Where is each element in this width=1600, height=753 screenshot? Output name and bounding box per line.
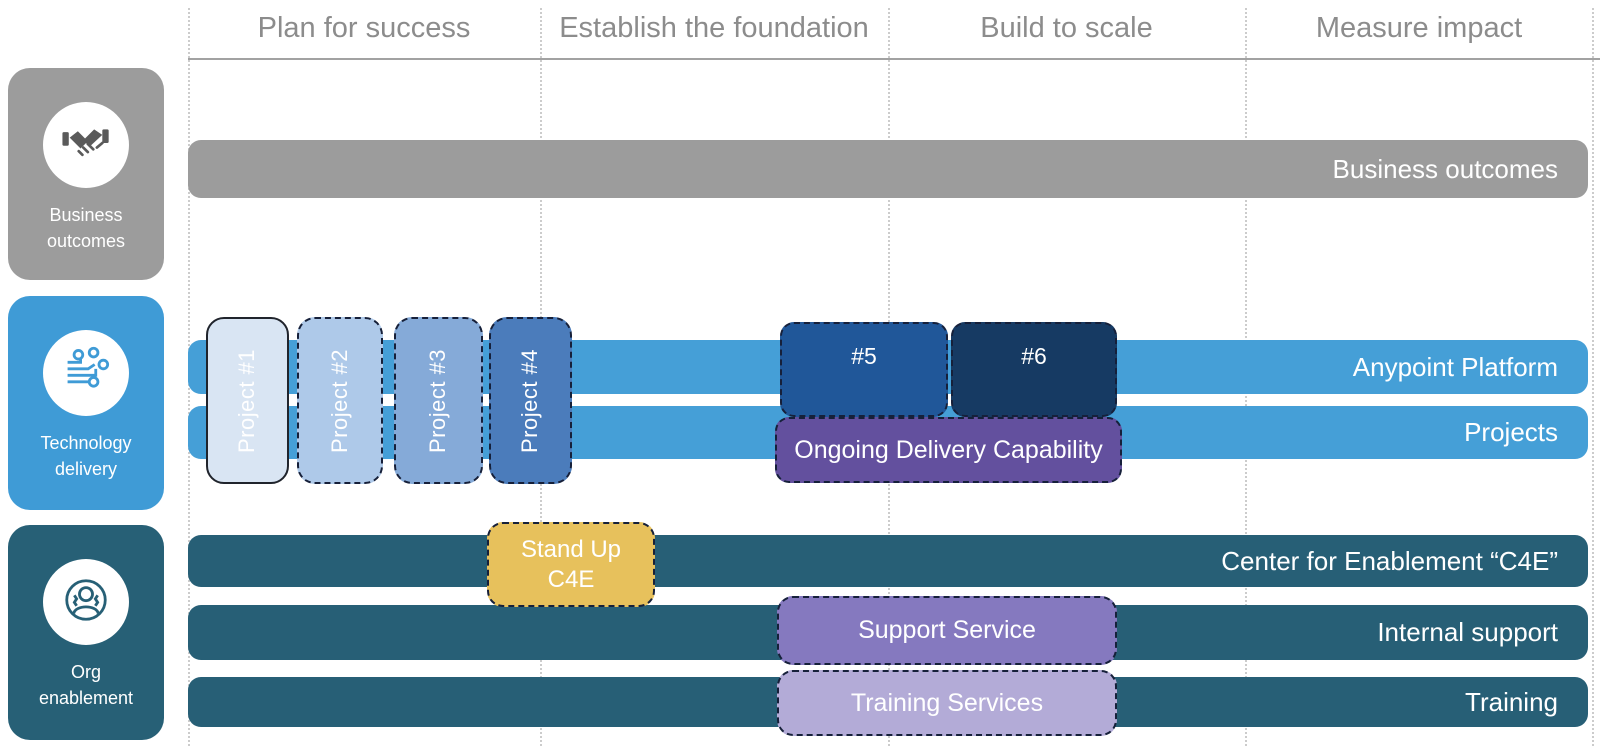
- circuit-icon: [60, 345, 112, 402]
- bar-label: Center for Enablement “C4E”: [1221, 545, 1558, 576]
- category-label: Business outcomes: [46, 205, 126, 251]
- bar-label: Business outcomes: [1332, 153, 1558, 184]
- box-label: Project #2: [327, 348, 352, 453]
- box-label: Ongoing Delivery Capability: [794, 435, 1103, 464]
- category-card-business-outcomes: Business outcomes: [8, 68, 164, 280]
- box-ongoing-delivery: Ongoing Delivery Capability: [775, 417, 1122, 483]
- phase-header-plan: Plan for success: [257, 12, 471, 44]
- box-stand-up-c4e: Stand Up C4E: [487, 522, 655, 607]
- box-project-3: Project #3: [394, 317, 483, 484]
- header-underline: [188, 58, 1600, 60]
- box-label: Stand Up C4E: [520, 535, 622, 593]
- box-label: #6: [1021, 343, 1047, 369]
- bar-label: Training: [1465, 686, 1558, 717]
- box-support-service: Support Service: [777, 596, 1117, 665]
- bar-label: Anypoint Platform: [1352, 351, 1558, 382]
- icon-circle: [43, 102, 129, 188]
- box-label: Project #1: [234, 348, 260, 453]
- person-icon: [58, 572, 114, 633]
- column-divider: [1592, 8, 1594, 746]
- phase-header-build: Build to scale: [980, 12, 1153, 44]
- handshake-icon: [57, 120, 115, 171]
- box-label: Support Service: [858, 616, 1036, 644]
- bar-c4e: Center for Enablement “C4E”: [188, 535, 1588, 587]
- phase-header-measure: Measure impact: [1315, 12, 1523, 44]
- box-project-6: #6: [951, 322, 1117, 417]
- box-label: Project #3: [425, 348, 451, 453]
- box-project-4: Project #4: [489, 317, 572, 484]
- box-project-5: #5: [780, 322, 948, 417]
- box-label: Project #4: [517, 348, 543, 453]
- box-label: Training Services: [850, 688, 1044, 717]
- box-project-2: Project #2: [297, 317, 383, 484]
- bar-label: Projects: [1464, 417, 1558, 447]
- box-training-services: Training Services: [777, 670, 1117, 736]
- phase-header-establish: Establish the foundation: [559, 12, 869, 44]
- bar-business-outcomes: Business outcomes: [188, 140, 1588, 198]
- category-card-technology-delivery: Technology delivery: [8, 296, 164, 510]
- category-label: Org enablement: [38, 662, 134, 708]
- category-card-org-enablement: Org enablement: [8, 525, 164, 740]
- box-project-1: Project #1: [206, 317, 289, 484]
- category-label: Technology delivery: [40, 433, 132, 479]
- icon-circle: [43, 559, 129, 645]
- bar-label: Internal support: [1377, 617, 1558, 647]
- icon-circle: [43, 330, 129, 416]
- box-label: #5: [851, 343, 877, 369]
